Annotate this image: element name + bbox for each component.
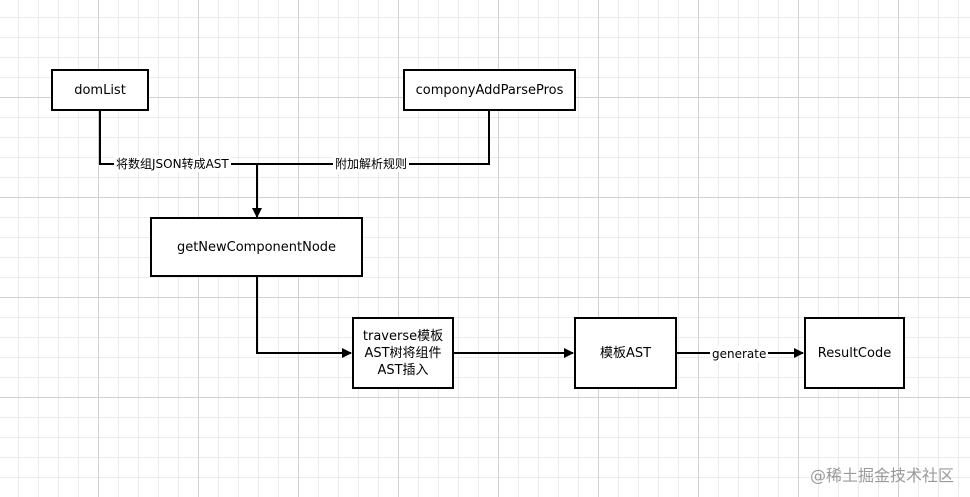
node-template-ast[interactable]: 模板AST — [574, 317, 677, 389]
node-resultcode-label: ResultCode — [817, 345, 892, 361]
node-resultcode[interactable]: ResultCode — [804, 317, 905, 389]
edge-label-parse-rules: 附加解析规则 — [333, 156, 410, 172]
connector-getnewcomponentnode-to-traverse — [256, 277, 352, 358]
edge-label-to-ast: 将数组JSON转成AST — [114, 156, 231, 172]
edge-label-generate: generate — [710, 346, 769, 362]
node-componyaddparsepros-label: componyAddParsePros — [415, 82, 564, 98]
node-template-ast-label: 模板AST — [599, 345, 652, 361]
node-getnewcomponentnode[interactable]: getNewComponentNode — [150, 217, 363, 277]
node-domlist[interactable]: domList — [51, 69, 149, 111]
node-getnewcomponentnode-label: getNewComponentNode — [176, 239, 337, 255]
node-domlist-label: domList — [74, 82, 126, 98]
node-componyaddparsepros[interactable]: componyAddParsePros — [403, 69, 576, 111]
node-traverse-template[interactable]: traverse模板 AST树将组件 AST插入 — [352, 317, 454, 389]
watermark-text: @稀土掘金技术社区 — [809, 466, 954, 485]
node-traverse-template-label: traverse模板 AST树将组件 AST插入 — [362, 328, 444, 378]
